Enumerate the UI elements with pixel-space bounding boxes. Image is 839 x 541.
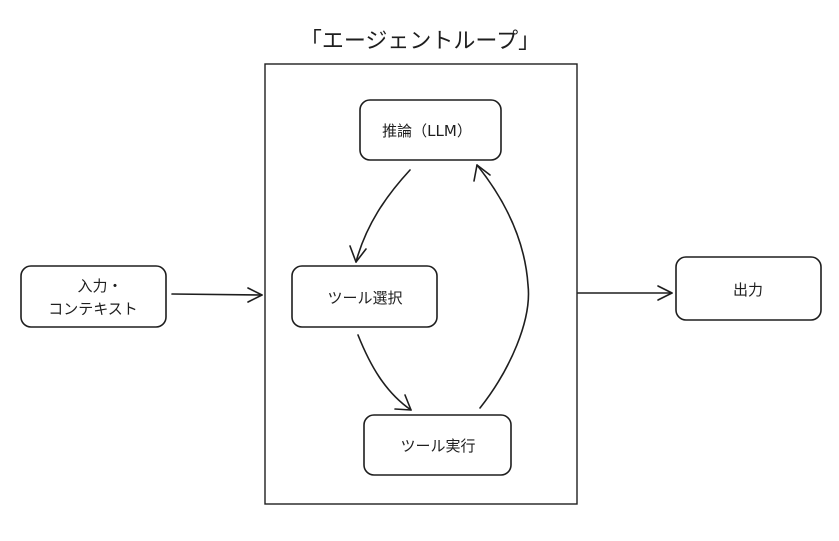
edge-reasoning-to-tool-select xyxy=(349,169,411,263)
node-tool-select-box xyxy=(291,265,438,328)
node-reasoning-label: 推論（LLM） xyxy=(382,122,472,140)
node-tool-exec-box xyxy=(363,414,512,476)
node-reasoning-box xyxy=(359,99,502,161)
loop-title: 「エージェントループ」 xyxy=(300,29,540,54)
node-tool-select[interactable]: ツール選択 xyxy=(291,265,438,328)
node-tool-select-label: ツール選択 xyxy=(327,289,402,307)
node-input[interactable]: 入力・ コンテキスト xyxy=(20,265,167,328)
node-input-box xyxy=(20,265,167,328)
edge-loop-to-output xyxy=(577,285,673,301)
node-input-label-line2: コンテキスト xyxy=(48,300,138,318)
edge-tool-exec-to-reasoning xyxy=(473,164,530,409)
node-output[interactable]: 出力 xyxy=(675,256,822,321)
node-tool-exec-label: ツール実行 xyxy=(400,437,475,455)
node-input-label-line1: 入力・ xyxy=(77,277,122,295)
edge-input-to-loop xyxy=(171,287,263,303)
node-tool-exec[interactable]: ツール実行 xyxy=(363,414,512,476)
edge-tool-select-to-tool-exec xyxy=(357,334,412,411)
node-output-label: 出力 xyxy=(733,281,763,299)
node-output-box xyxy=(675,256,822,321)
node-reasoning[interactable]: 推論（LLM） xyxy=(359,99,502,161)
